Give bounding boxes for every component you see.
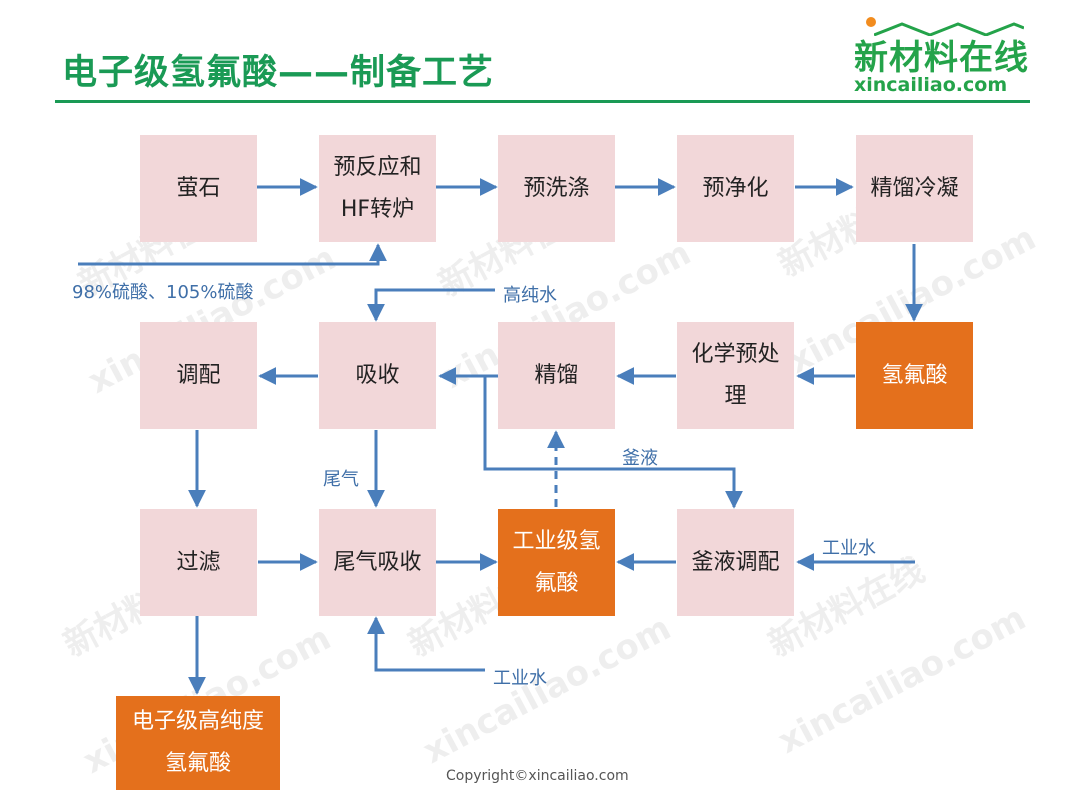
node-fluorite: 萤石 <box>140 135 257 242</box>
node-hf: 氢氟酸 <box>856 322 973 429</box>
node-label: 电子级高纯度 <box>131 709 264 734</box>
title-underline <box>55 100 1030 103</box>
node-tail-gas-absorb: 尾气吸收 <box>319 509 436 616</box>
node-label: 萤石 <box>176 175 221 201</box>
node-pre-purify: 预净化 <box>677 135 794 242</box>
node-label: 精馏 <box>534 362 579 388</box>
node-label: 釜液调配 <box>691 549 780 575</box>
node-label: 预洗涤 <box>523 175 590 201</box>
node-label: 预净化 <box>702 175 769 201</box>
node-kettle-blend: 釜液调配 <box>677 509 794 616</box>
node-absorb: 吸收 <box>319 322 436 429</box>
node-label: 精馏冷凝 <box>870 175 959 201</box>
logo: 新材料在线 xincailiao.com <box>842 14 1042 96</box>
logo-text-en: xincailiao.com <box>854 74 1008 96</box>
label-kettle-liquid: 釜液 <box>622 448 658 469</box>
node-label: 工业级氢 <box>512 528 601 554</box>
arrow <box>367 288 495 322</box>
node-filter: 过滤 <box>140 509 257 616</box>
node-label: 氟酸 <box>534 570 579 596</box>
node-pre-wash: 预洗涤 <box>498 135 615 242</box>
page-title: 电子级氢氟酸——制备工艺 <box>62 53 495 93</box>
node-label: 预反应和 <box>333 154 422 180</box>
arrow <box>78 243 387 266</box>
node-label: 尾气吸收 <box>333 549 422 575</box>
arrow <box>483 376 743 509</box>
arrow <box>367 616 485 672</box>
node-blend: 调配 <box>140 322 257 429</box>
node-industrial-hf: 工业级氢 氟酸 <box>498 509 615 616</box>
label-industrial-water: 工业水 <box>822 538 876 559</box>
node-rectify-condense: 精馏冷凝 <box>856 135 973 242</box>
node-chem-pretreat: 化学预处 理 <box>677 322 794 429</box>
label-pure-water: 高纯水 <box>503 285 557 306</box>
node-label: 理 <box>724 383 747 409</box>
node-rectify: 精馏 <box>498 322 615 429</box>
node-label: 调配 <box>176 362 221 388</box>
node-label: 吸收 <box>355 362 400 388</box>
node-label: 化学预处 <box>691 341 780 367</box>
node-pre-reaction: 预反应和 HF转炉 <box>319 135 436 242</box>
node-label: 氢氟酸 <box>881 362 948 388</box>
node-label: 氢氟酸 <box>164 751 231 776</box>
copyright: Copyright©xincailiao.com <box>446 768 629 784</box>
node-label: 过滤 <box>176 549 221 575</box>
label-industrial-water: 工业水 <box>493 668 547 689</box>
logo-text-cn: 新材料在线 <box>854 38 1029 78</box>
label-sulfuric-acid: 98%硫酸、105%硫酸 <box>72 282 254 303</box>
node-electronic-hf: 电子级高纯度 氢氟酸 <box>116 696 280 790</box>
logo-dot <box>866 17 876 27</box>
label-tail-gas: 尾气 <box>323 469 359 490</box>
logo-roof-icon <box>874 22 1024 36</box>
node-label: HF转炉 <box>340 196 415 222</box>
